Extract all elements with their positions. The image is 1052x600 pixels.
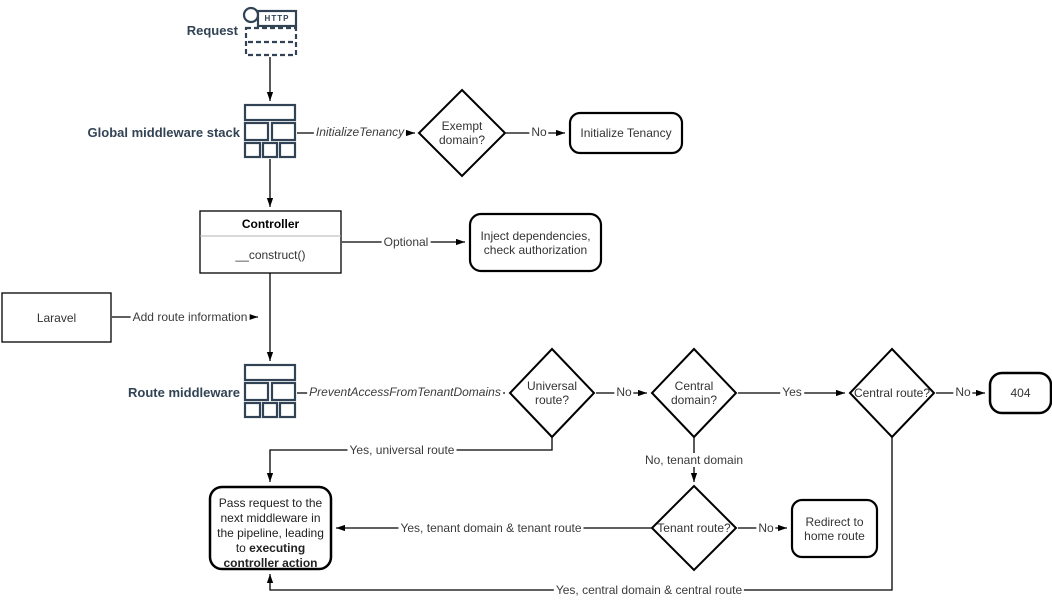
node-controller-shape [199,210,342,274]
http-request-icon [242,6,298,57]
controller-construct-label: __construct() [235,247,306,262]
node-pass-request-shape [208,485,333,571]
node-initialize-tenancy-shape [568,111,684,155]
add-route-information-label: Add route information [130,310,250,324]
tenant-no-label: No [756,521,776,535]
node-inject-dependencies-shape [468,212,603,273]
http-icon-label: HTTP [264,13,290,23]
universal-route-label: Universal route? [526,379,577,407]
global-middleware-stack-label: Global middleware stack [87,125,240,140]
redirect-home-label: Redirect to home route [804,514,865,543]
central-route-no-label: No [953,385,973,399]
pass-request-text: Pass request to the next middleware in t… [217,496,324,555]
no-tenant-domain-label: No, tenant domain [642,453,746,467]
prevent-access-edge-label: PreventAccessFromTenantDomains [307,385,503,399]
node-central-route-shape [848,347,936,439]
laravel-label: Laravel [36,310,77,325]
tenant-route-label: Tenant route? [657,521,731,535]
optional-label: Optional [381,235,431,249]
initialize-tenancy-edge-label: InitializeTenancy [313,125,407,139]
node-exempt-domain-shape [417,88,507,178]
request-label: Request [186,23,238,38]
node-central-domain-shape [650,347,738,439]
node-404-shape [988,371,1052,415]
route-middleware-label: Route middleware [128,385,240,400]
central-route-yes-label: Yes, central domain & central route [553,583,745,597]
tenant-yes-label: Yes, tenant domain & tenant route [398,521,584,535]
inject-dependencies-label: Inject dependencies, check authorization [480,228,591,257]
exempt-no-label: No [529,125,549,139]
universal-yes-label: Yes, universal route [347,443,457,457]
middleware-stack-icon [243,103,297,159]
node-laravel-shape [1,292,112,343]
universal-no-label: No [614,385,634,399]
central-domain-label: Central domain? [670,379,718,407]
central-route-label: Central route? [853,386,931,400]
node-universal-route-shape [508,347,596,439]
pass-request-label: Pass request to the next middleware in t… [214,489,327,574]
initialize-tenancy-label: Initialize Tenancy [580,126,672,140]
central-domain-yes-label: Yes [780,385,804,399]
exempt-domain-label: Exempt domain? [438,119,486,147]
error-404-label: 404 [1010,386,1031,400]
pass-request-bold-text: executing controller action [223,541,318,570]
route-middleware-stack-icon [243,363,297,419]
node-redirect-home-shape [790,498,879,559]
controller-title: Controller [241,216,300,231]
node-tenant-route-shape [650,484,738,572]
